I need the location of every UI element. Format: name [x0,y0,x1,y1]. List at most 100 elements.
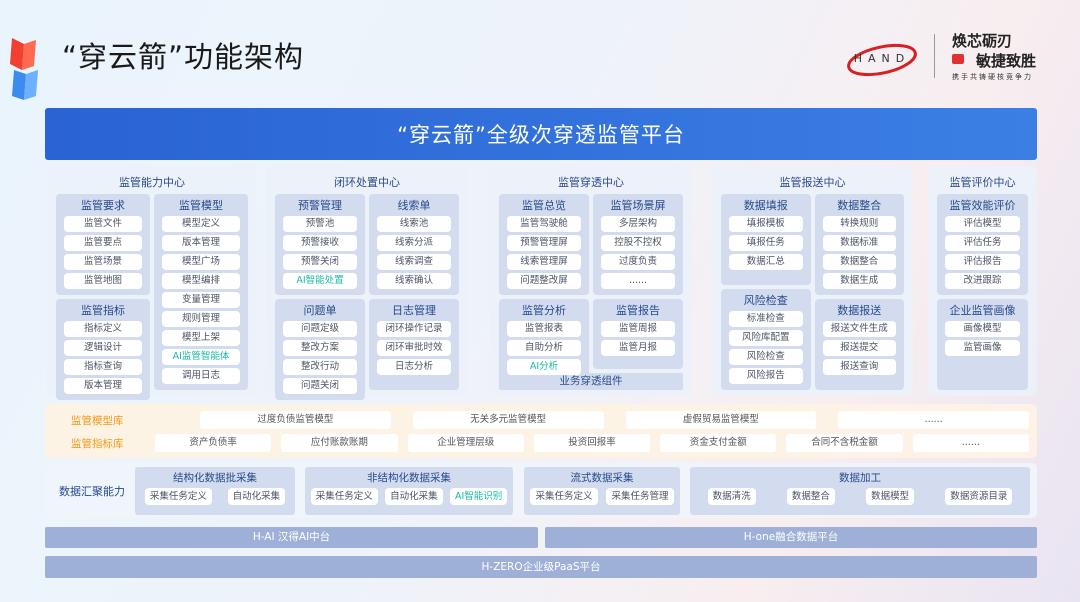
function-item[interactable]: 变量管理 [162,292,240,308]
function-item[interactable]: 监管地图 [64,273,142,289]
function-item[interactable]: 填报任务 [729,235,803,251]
function-item[interactable]: 监管文件 [64,216,142,232]
model-library-item[interactable]: 虚假贸易监管模型 [625,411,817,429]
function-item[interactable]: 日志分析 [377,359,451,375]
center-panel: 监管报送中心数据填报填报模板填报任务数据汇总风险检查标准检查风险库配置风险检查风… [712,166,913,396]
function-item[interactable]: 数据标准 [822,235,896,251]
function-item[interactable]: 风险库配置 [729,330,803,346]
function-item[interactable]: 报送文件生成 [822,321,896,337]
function-item[interactable]: 自助分析 [507,340,581,356]
data-item[interactable]: 数据清洗 [707,488,756,505]
function-item[interactable]: 版本管理 [162,235,240,251]
function-item[interactable]: ...... [601,273,675,289]
function-item[interactable]: AI监管智能体 [162,349,240,365]
function-item[interactable]: 数据生成 [822,273,896,289]
data-item[interactable]: 自动化采集 [227,488,286,505]
function-item[interactable]: 风险报告 [729,368,803,384]
function-item[interactable]: 评估报告 [945,254,1020,270]
function-item[interactable]: 模型编排 [162,273,240,289]
function-item[interactable]: 模型上架 [162,330,240,346]
function-item[interactable]: 多层架构 [601,216,675,232]
function-item[interactable]: 数据汇总 [729,254,803,270]
function-item[interactable]: 问题关闭 [283,378,357,394]
data-item[interactable]: 数据整合 [786,488,835,505]
function-item[interactable]: 问题定级 [283,321,357,337]
function-item[interactable]: 闭环审批时效 [377,340,451,356]
function-item[interactable]: 指标定义 [64,321,142,337]
function-item[interactable]: AI分析 [507,359,581,375]
function-item[interactable]: 模型定义 [162,216,240,232]
function-item[interactable]: 规则管理 [162,311,240,327]
data-group-title: 结构化数据批采集 [173,472,257,484]
slogan-line-3: 携手共铸硬核竞争力 [952,73,1033,81]
function-item[interactable]: 模型广场 [162,254,240,270]
function-item[interactable]: 监管周报 [601,321,675,337]
function-item[interactable]: 预警管理屏 [507,235,581,251]
function-item[interactable]: 改进跟踪 [945,273,1020,289]
function-item[interactable]: 闭环操作记录 [377,321,451,337]
function-item[interactable]: AI智能处置 [283,273,357,289]
column: 数据整合转换规则数据标准数据整合数据生成数据报送报送文件生成报送提交报送查询 [814,194,904,390]
column: 监管场景屏多层架构控股不控权过度负责......监管报告监管周报监管月报 [593,194,683,369]
model-library-item[interactable]: 无关多元监管模型 [412,411,604,429]
function-item[interactable]: 报送查询 [822,359,896,375]
function-item[interactable]: 控股不控权 [601,235,675,251]
data-item[interactable]: 采集任务定义 [310,488,378,505]
function-item[interactable]: 监管月报 [601,340,675,356]
data-item[interactable]: 自动化采集 [385,488,443,505]
function-item[interactable]: 过度负责 [601,254,675,270]
function-item[interactable]: 问题整改屏 [507,273,581,289]
function-item[interactable]: 填报模板 [729,216,803,232]
index-library-row: 监管指标库 资产负债率应付账款账期企业管理层级投资回报率资金支付金额合同不含税金… [45,434,1029,452]
function-item[interactable]: 监管要点 [64,235,142,251]
function-item[interactable]: 线索管理屏 [507,254,581,270]
function-item[interactable]: 监管报表 [507,321,581,337]
function-item[interactable]: 监管画像 [945,340,1020,356]
function-item[interactable]: 逻辑设计 [64,340,142,356]
function-item[interactable]: 版本管理 [64,378,142,394]
data-item[interactable]: 采集任务定义 [144,488,212,505]
model-library-item[interactable]: ...... [838,411,1029,429]
function-item[interactable]: 标准检查 [729,311,803,327]
module-title: 监管分析 [522,304,566,317]
module-title: 风险检查 [743,294,788,307]
module-title: 监管效能评价 [949,199,1016,212]
function-item[interactable]: 监管驾驶舱 [507,216,581,232]
function-item[interactable]: 线索确认 [377,273,451,289]
data-item[interactable]: 数据模型 [866,488,915,505]
index-library-item[interactable]: ...... [912,434,1029,452]
function-item[interactable]: 整改行动 [283,359,357,375]
function-item[interactable]: 整改方案 [283,340,357,356]
logo-divider [934,34,935,78]
function-item[interactable]: 调用日志 [162,368,240,384]
data-item[interactable]: 采集任务定义 [530,488,598,505]
function-item[interactable]: 监管场景 [64,254,142,270]
function-item[interactable]: 预警池 [283,216,357,232]
function-item[interactable]: 预警关闭 [283,254,357,270]
index-library-item[interactable]: 合同不含税金额 [786,434,903,452]
index-library-item[interactable]: 投资回报率 [533,434,651,452]
index-library-item[interactable]: 资产负债率 [155,434,272,452]
function-item[interactable]: 画像模型 [945,321,1020,337]
data-item[interactable]: 采集任务管理 [606,488,674,505]
index-library-item[interactable]: 应付账款账期 [281,434,398,452]
function-item[interactable]: 评估模型 [945,216,1020,232]
model-library-item[interactable]: 过度负债监管模型 [200,411,391,429]
data-item[interactable]: AI智能识别 [449,488,508,505]
function-item[interactable]: 指标查询 [64,359,142,375]
function-item[interactable]: 转换规则 [822,216,896,232]
function-item[interactable]: 线索调查 [377,254,451,270]
index-library-item[interactable]: 企业管理层级 [407,434,524,452]
function-item[interactable]: 评估任务 [945,235,1020,251]
function-item[interactable]: 线索分派 [377,235,451,251]
function-item[interactable]: 报送提交 [822,340,896,356]
data-group: 数据加工数据清洗数据整合数据模型数据资源目录 [690,467,1030,515]
index-library-item[interactable]: 资金支付金额 [660,434,777,452]
function-item[interactable]: 风险检查 [729,349,803,365]
function-item[interactable]: 线索池 [377,216,451,232]
function-item[interactable]: 预警接收 [283,235,357,251]
function-item[interactable]: 数据整合 [822,254,896,270]
data-item[interactable]: 数据资源目录 [945,488,1013,505]
